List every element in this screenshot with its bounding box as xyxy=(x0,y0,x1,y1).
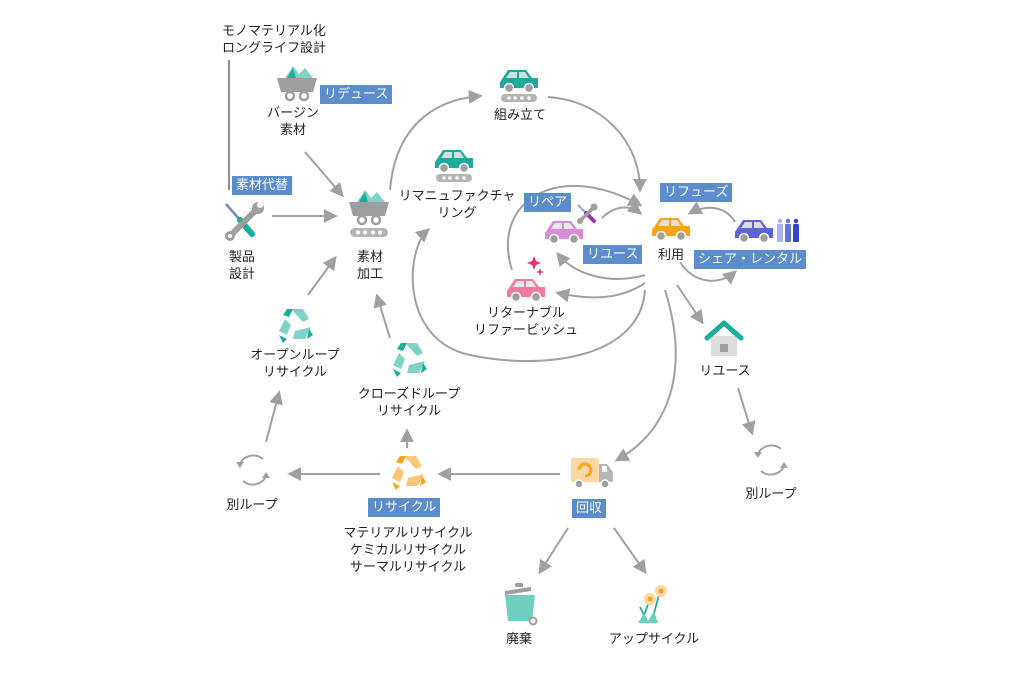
loop-icon-left xyxy=(236,454,270,486)
loop-icon-right xyxy=(754,444,788,476)
arrow-closedloop-to-processing xyxy=(373,293,391,339)
arrow-share-to-use xyxy=(687,201,736,223)
node-remanufacturing: リマニュファクチャ リング xyxy=(398,189,516,221)
arrow-use-to-repair xyxy=(556,251,646,280)
node-other-loop-right: 別ループ xyxy=(745,487,797,502)
arrow-house-to-otherloop xyxy=(737,387,756,436)
arrow-use-to-collect xyxy=(614,289,677,462)
arrow-collect-to-disposal xyxy=(538,527,569,575)
tag-material-substitution: 素材代替 xyxy=(232,176,293,195)
repair-car-icon xyxy=(545,221,583,245)
tag-recycle: リサイクル xyxy=(368,498,441,517)
arrow-use-to-share xyxy=(679,261,738,285)
node-product-design: 製品 設計 xyxy=(228,250,255,282)
arrow-assembly-to-use xyxy=(547,96,647,193)
arrow-openloop-to-processing xyxy=(307,255,337,296)
node-disposal: 廃棄 xyxy=(505,632,532,647)
arrow-processing-to-assembly xyxy=(389,89,483,191)
tag-reduce: リデュース xyxy=(320,85,393,104)
arrow-repair-to-use xyxy=(601,200,643,219)
repair-tools-icon xyxy=(577,203,598,224)
tag-share-rental: シェア・レンタル xyxy=(694,250,807,269)
arrow-otherloop-to-openloop xyxy=(265,390,283,443)
tag-refuse: リフューズ xyxy=(660,183,733,202)
use-car-icon xyxy=(652,218,690,242)
recycle-types-list: マテリアルリサイクル ケミカルリサイクル サーマルリサイクル xyxy=(343,526,473,575)
people-icon xyxy=(777,218,799,242)
node-assembly: 組み立て xyxy=(493,108,546,123)
tag-collection: 回収 xyxy=(572,499,607,518)
node-virgin-material: バージン 素材 xyxy=(267,106,319,138)
node-reuse-house: リユース xyxy=(699,364,751,379)
arrow-collect-to-upcycle xyxy=(613,527,647,575)
node-material-processing: 素材 加工 xyxy=(356,250,383,282)
recycle-icon-closed-loop xyxy=(393,343,427,377)
processing-cart-icon xyxy=(349,190,389,237)
recycle-icon-open-loop xyxy=(279,309,313,343)
house-icon xyxy=(704,320,744,356)
refurbish-car-icon xyxy=(507,279,545,303)
arrow-use-to-remanufacturing xyxy=(411,228,646,363)
node-upcycle: アップサイクル xyxy=(608,632,700,647)
flowers-icon xyxy=(638,585,667,623)
node-open-loop-recycling: オープンループ リサイクル xyxy=(250,348,340,380)
mine-cart-icon xyxy=(277,66,317,102)
share-car-icon xyxy=(735,220,773,244)
recycle-icon-main xyxy=(392,456,426,490)
arrow-use-to-house-reuse xyxy=(676,284,704,325)
node-closed-loop-recycling: クローズドループ リサイクル xyxy=(357,387,461,419)
design-principles-note: モノマテリアル化 ロングライフ設計 xyxy=(222,24,327,56)
node-other-loop-left: 別ループ xyxy=(226,498,278,513)
tag-reuse: リユース xyxy=(583,245,643,264)
sparkle-icon xyxy=(527,256,544,276)
tag-repair: リペア xyxy=(524,193,572,212)
arrow-virgin-to-processing xyxy=(304,151,344,198)
node-use: 利用 xyxy=(657,248,684,263)
node-returnable-refurbish: リターナブル リファービッシュ xyxy=(473,306,578,338)
arrow-use-to-refurb xyxy=(555,282,646,303)
assembly-car-icon xyxy=(500,70,538,102)
collection-truck-icon xyxy=(571,458,613,489)
tools-icon xyxy=(225,202,264,241)
remanufacturing-car-icon xyxy=(435,150,473,182)
trash-bin-icon xyxy=(505,583,538,626)
